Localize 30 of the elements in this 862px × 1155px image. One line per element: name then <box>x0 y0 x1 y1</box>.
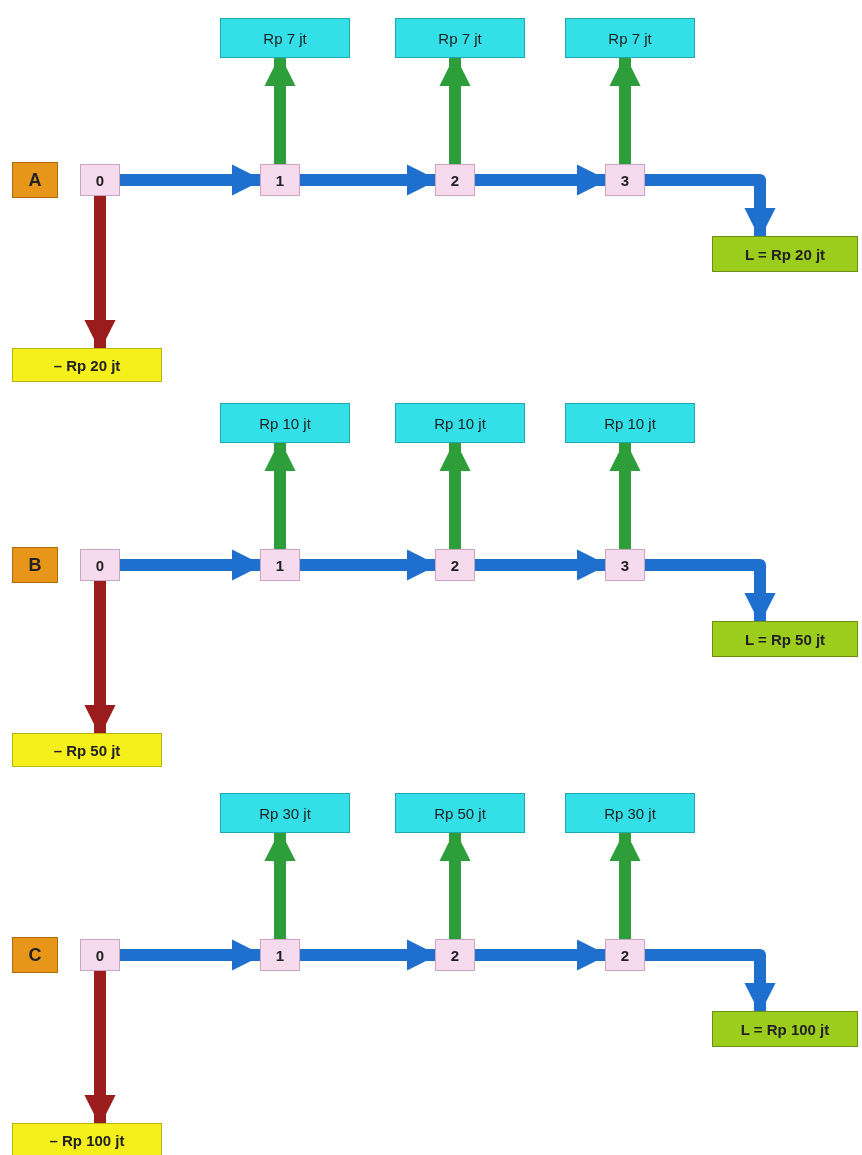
period-box: 2 <box>435 939 475 971</box>
amount-box: Rp 7 jt <box>565 18 695 58</box>
period-box: 2 <box>605 939 645 971</box>
amount-box: Rp 10 jt <box>220 403 350 443</box>
result-box: L = Rp 50 jt <box>712 621 858 657</box>
investment-box: – Rp 100 jt <box>12 1123 162 1155</box>
period-box: 2 <box>435 164 475 196</box>
option-label: A <box>12 162 58 198</box>
option-label: C <box>12 937 58 973</box>
period-box: 1 <box>260 164 300 196</box>
result-box: L = Rp 100 jt <box>712 1011 858 1047</box>
amount-box: Rp 30 jt <box>565 793 695 833</box>
period-box: 3 <box>605 164 645 196</box>
result-box: L = Rp 20 jt <box>712 236 858 272</box>
period-box: 0 <box>80 549 120 581</box>
investment-box: – Rp 20 jt <box>12 348 162 382</box>
option-label: B <box>12 547 58 583</box>
amount-box: Rp 10 jt <box>395 403 525 443</box>
amount-box: Rp 30 jt <box>220 793 350 833</box>
period-box: 3 <box>605 549 645 581</box>
period-box: 1 <box>260 939 300 971</box>
amount-box: Rp 50 jt <box>395 793 525 833</box>
amount-box: Rp 10 jt <box>565 403 695 443</box>
investment-box: – Rp 50 jt <box>12 733 162 767</box>
period-box: 0 <box>80 164 120 196</box>
period-box: 0 <box>80 939 120 971</box>
period-box: 2 <box>435 549 475 581</box>
amount-box: Rp 7 jt <box>220 18 350 58</box>
amount-box: Rp 7 jt <box>395 18 525 58</box>
period-box: 1 <box>260 549 300 581</box>
